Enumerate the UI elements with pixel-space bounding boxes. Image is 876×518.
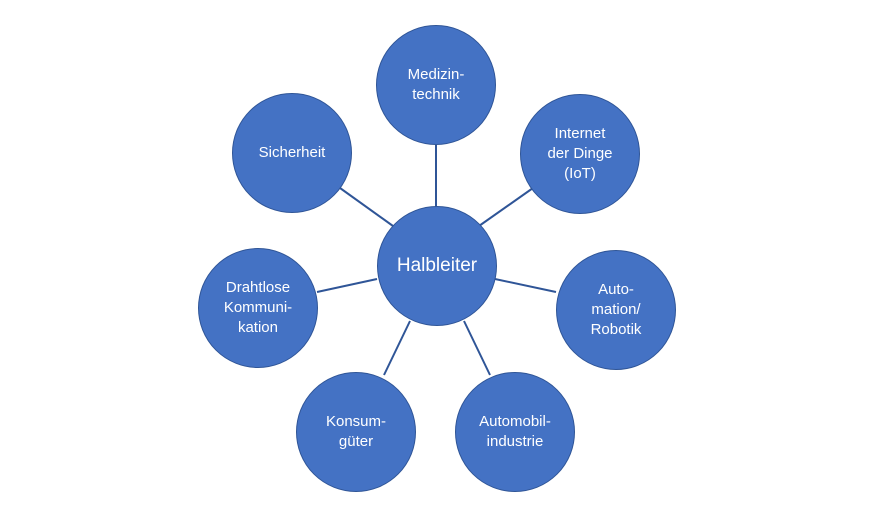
node-halbleiter-label: Halbleiter	[396, 255, 478, 276]
node-medizintechnik-label: Medizin- technik	[407, 66, 465, 103]
connector-konsumgueter	[383, 320, 411, 376]
node-medizintechnik: Medizin- technik	[376, 25, 496, 145]
node-kommunikation-label: Drahtlose Kommuni- kation	[223, 279, 293, 336]
node-iot: Internet der Dinge (IoT)	[520, 94, 640, 214]
node-sicherheit-label: Sicherheit	[258, 144, 326, 161]
node-automobil: Automobil- industrie	[455, 372, 575, 492]
node-automation-label: Auto- mation/ Robotik	[590, 281, 642, 338]
node-iot-label: Internet der Dinge (IoT)	[547, 125, 613, 182]
connector-iot	[478, 187, 534, 227]
node-sicherheit: Sicherheit	[232, 93, 352, 213]
connector-automation	[494, 278, 557, 293]
node-automation: Auto- mation/ Robotik	[556, 250, 676, 370]
connector-automobil	[463, 320, 491, 376]
connector-kommunikation	[316, 278, 378, 293]
connector-sicherheit	[339, 187, 394, 227]
node-halbleiter-center: Halbleiter	[377, 206, 497, 326]
node-automobil-label: Automobil- industrie	[479, 413, 551, 450]
node-konsumgueter: Konsum- güter	[296, 372, 416, 492]
node-kommunikation: Drahtlose Kommuni- kation	[198, 248, 318, 368]
node-konsumgueter-label: Konsum- güter	[325, 413, 387, 450]
